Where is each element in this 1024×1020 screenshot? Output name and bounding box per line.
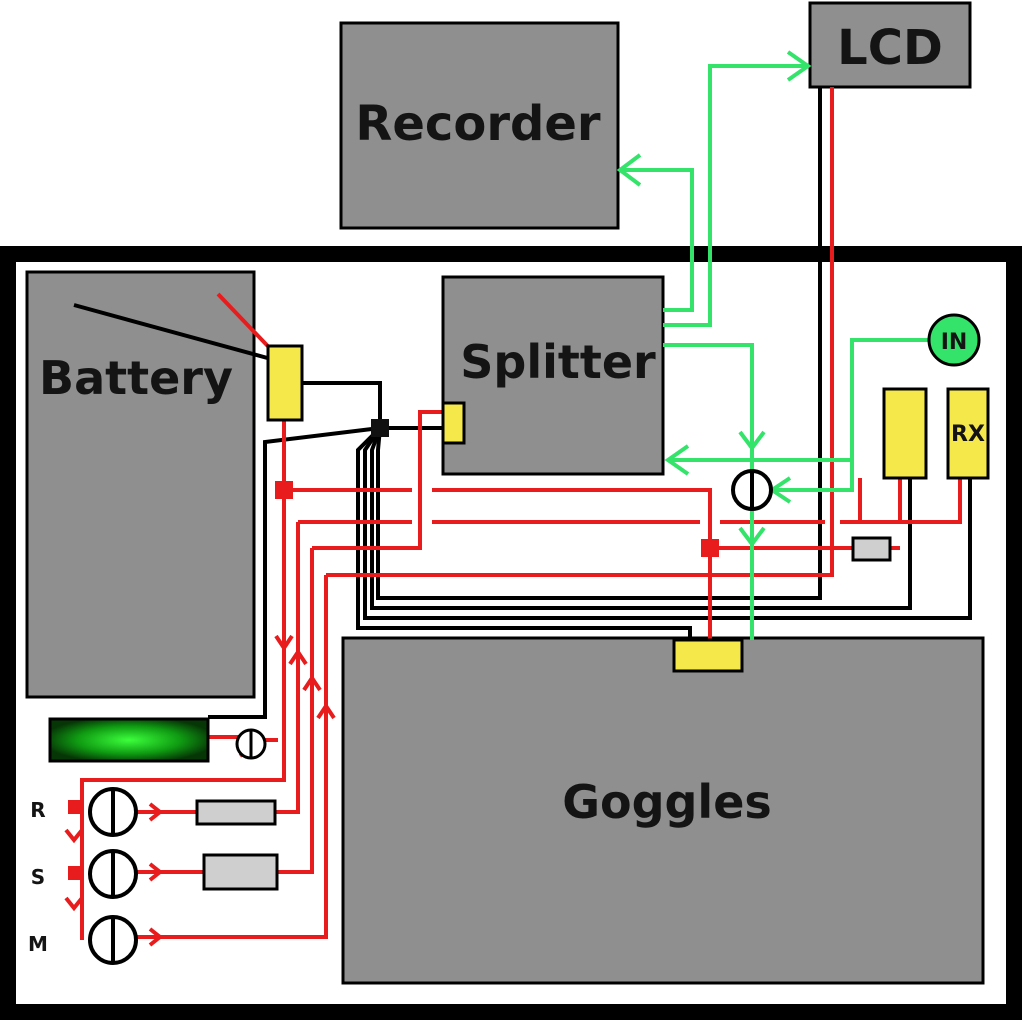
rx-connector: RX [946,387,990,480]
recorder-block: Recorder [339,21,620,230]
ground-wires [73,87,972,719]
battery-label: Battery [39,351,233,405]
goggles-block: Goggles [341,636,985,985]
power-junction [68,866,82,880]
recorder-label: Recorder [355,96,601,152]
power-junction [68,800,82,814]
switch-m-label: M [28,932,48,956]
goggles-connector [672,638,744,673]
goggles-label: Goggles [562,775,772,829]
lcd-label: LCD [837,20,943,76]
fan-connector [882,387,928,480]
led-switch-icon [235,728,267,760]
resistor [851,536,892,562]
in-badge-label: IN [941,330,968,355]
video-wires [622,64,930,640]
rx-label: RX [951,422,985,447]
resistor [202,853,279,891]
switch-r-label: R [30,798,45,822]
ground-junction [371,419,389,437]
splitter-label: Splitter [460,335,656,389]
switch-s [88,849,138,899]
power-junction [701,539,719,557]
switch-r [88,787,138,837]
video-in-badge: IN [927,313,981,367]
led-indicator [48,717,210,763]
video-combiner-circle [731,469,773,511]
battery-connector [266,344,304,422]
power-junction [275,481,293,499]
splitter-connector [441,401,466,445]
switch-m [88,915,138,965]
lcd-block: LCD [808,1,972,89]
switch-s-label: S [31,865,45,889]
resistor [195,799,277,826]
splitter-block: Splitter [441,275,665,476]
battery-block: Battery [25,270,256,699]
